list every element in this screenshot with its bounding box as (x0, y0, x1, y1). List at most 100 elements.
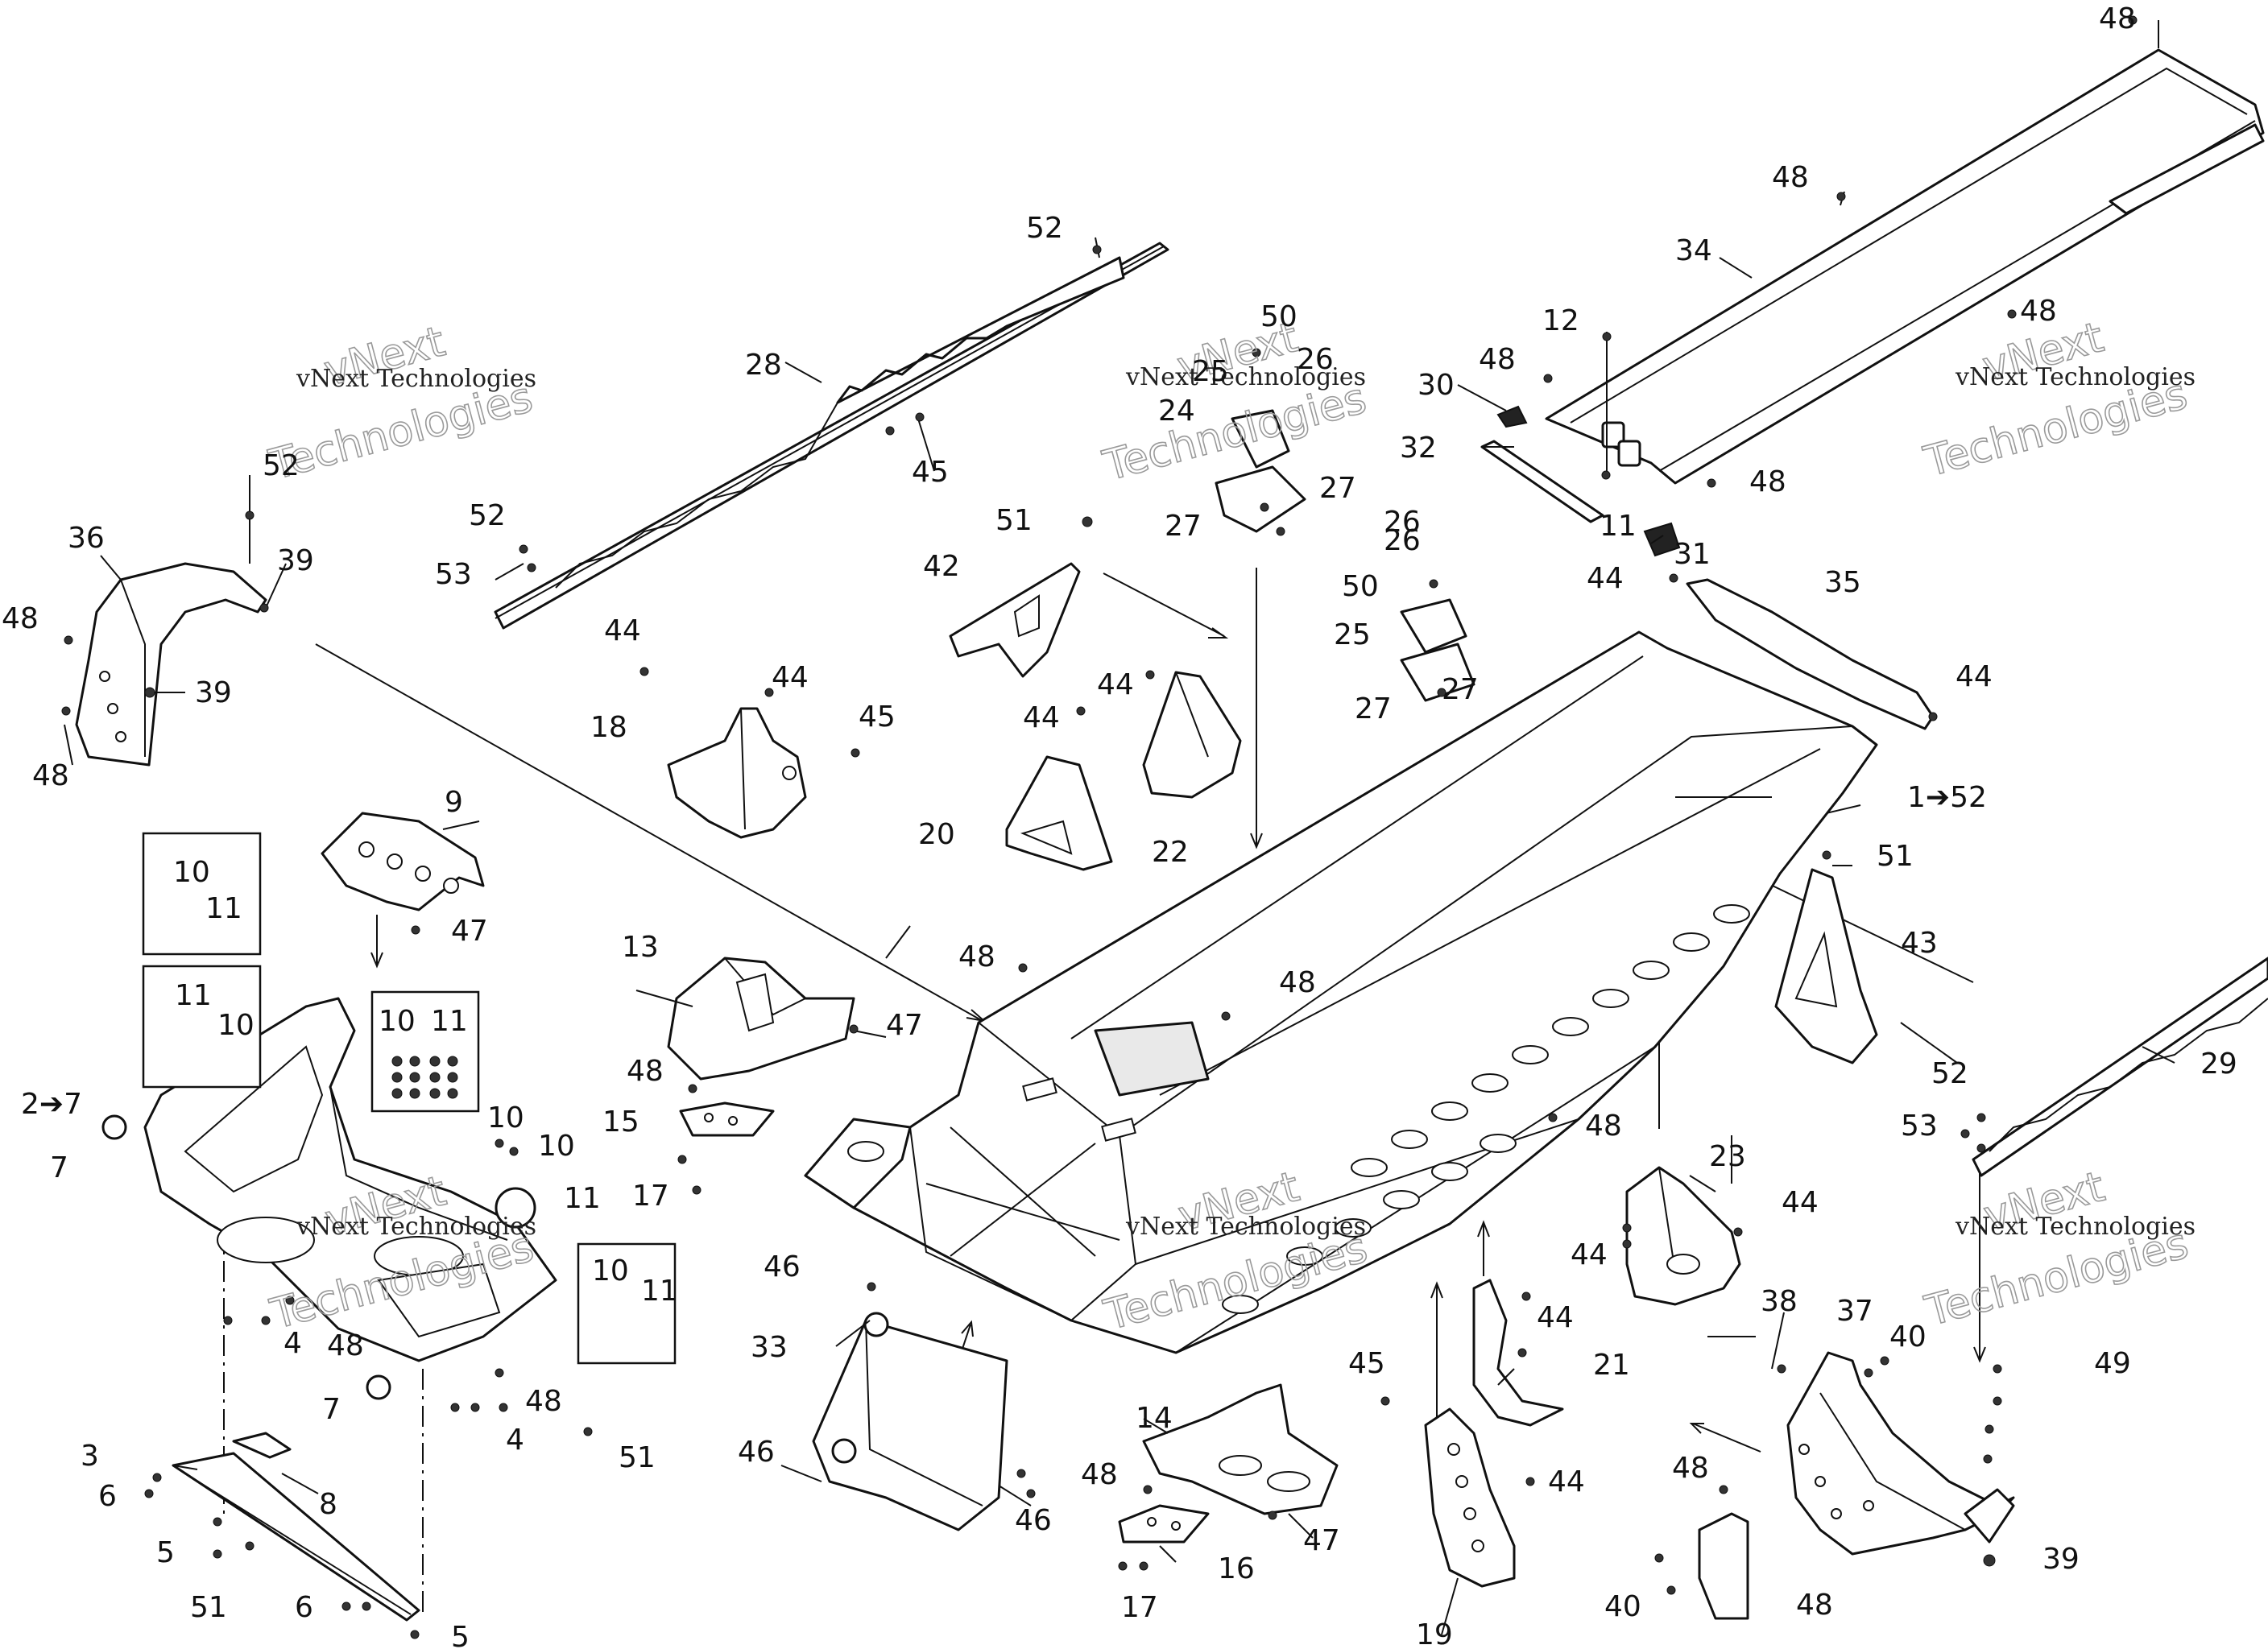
panel-33 (812, 1312, 1008, 1531)
callout: 32 (1400, 432, 1437, 465)
callout: 3 (81, 1440, 99, 1473)
callout: 10 (379, 1005, 416, 1038)
bracket-42 (949, 562, 1081, 678)
callout: 11 (641, 1275, 678, 1308)
callout: 25 (1334, 618, 1371, 651)
callout: 46 (764, 1250, 801, 1283)
callout: 48 (2020, 295, 2057, 328)
callout: 34 (1675, 234, 1712, 267)
callout: 27 (1165, 510, 1202, 543)
callout: 5 (451, 1621, 470, 1649)
callout: 39 (2042, 1543, 2080, 1576)
callout: 46 (738, 1436, 775, 1469)
bracket-20 (1005, 755, 1113, 871)
bracket-22 (1142, 671, 1242, 799)
callout: 48 (2099, 2, 2136, 35)
callout: 38 (1761, 1285, 1798, 1318)
callout: 4 (506, 1424, 524, 1457)
callout: 5 (156, 1536, 175, 1569)
callout: 20 (918, 818, 955, 851)
callout: 21 (1593, 1349, 1630, 1382)
callout: 48 (1479, 343, 1516, 376)
callout: 53 (1901, 1110, 1938, 1143)
callout: 45 (859, 701, 896, 734)
callout: 44 (1537, 1301, 1574, 1334)
svg-text:vNext Technologies: vNext Technologies (1955, 1213, 2196, 1241)
callout: 24 (1158, 395, 1195, 428)
callout: 48 (1081, 1458, 1118, 1491)
callout: 44 (1097, 668, 1134, 701)
callout: 52 (1931, 1057, 1968, 1090)
callout: 4 (284, 1327, 302, 1360)
callout: 19 (1416, 1618, 1453, 1649)
callout: 48 (327, 1329, 364, 1362)
hardware-box-2 (142, 965, 262, 1089)
svg-text:vNext Technologies: vNext Technologies (1125, 1213, 1366, 1241)
bracket-43 (1774, 868, 1878, 1064)
callout: 49 (2094, 1347, 2131, 1380)
callout: 48 (2, 602, 39, 635)
callout: 46 (1015, 1504, 1052, 1537)
callout: 31 (1674, 538, 1711, 571)
fasteners (61, 15, 2138, 1639)
callout: 16 (1218, 1552, 1255, 1585)
callout: 26 (1384, 524, 1421, 557)
callout: 48 (32, 759, 69, 792)
callout: 51 (995, 504, 1033, 537)
bracket-18 (667, 707, 807, 839)
bracket-19 (1424, 1407, 1516, 1588)
bracket-9 (321, 812, 485, 911)
watermark-3: vNext vNext Technologies Technologies (1918, 312, 2196, 487)
callout: 27 (1355, 692, 1392, 725)
callout: 45 (912, 456, 949, 489)
callout: 44 (1956, 660, 1993, 693)
callout: 14 (1136, 1402, 1173, 1435)
callout: 44 (1587, 562, 1624, 595)
callout: 10 (592, 1254, 629, 1287)
front-cradle (101, 997, 557, 1400)
callout: 1➔52 (1907, 781, 1987, 814)
callout: 10 (487, 1101, 524, 1134)
callout: 51 (190, 1591, 227, 1624)
strip-32 (1480, 440, 1604, 523)
callout: 44 (772, 661, 809, 694)
callout: 52 (469, 499, 506, 532)
rear-bracket-37 (1786, 1351, 2015, 1556)
callout: 39 (195, 676, 232, 709)
callout: 44 (604, 614, 641, 647)
callout: 35 (1824, 566, 1861, 599)
hardware-box-4 (577, 1242, 677, 1365)
callout: 7 (322, 1393, 341, 1426)
callout: 36 (68, 522, 105, 555)
callout: 29 (2200, 1048, 2237, 1081)
callout: 48 (1749, 465, 1786, 498)
bracket-36 (75, 562, 267, 767)
callout: 50 (1260, 300, 1297, 333)
callout: 51 (619, 1441, 656, 1474)
callout: 23 (1709, 1140, 1746, 1173)
mount-24-25 (1215, 409, 1475, 702)
callout: 11 (1600, 510, 1637, 543)
footrest-rail-left (494, 242, 1169, 630)
bracket-41 (1698, 1512, 1749, 1620)
bracket-14 (1142, 1383, 1339, 1515)
callout: 28 (745, 349, 782, 382)
hardware-box-1 (142, 832, 262, 956)
callout: 44 (1782, 1186, 1819, 1219)
callout: 48 (958, 940, 995, 973)
callout: 10 (217, 1009, 255, 1042)
callout: 30 (1418, 369, 1455, 402)
bumper-31 (1643, 522, 1681, 557)
bracket-21 (1472, 1279, 1564, 1427)
callout: 26 (1384, 506, 1421, 539)
callout: 26 (1297, 343, 1334, 376)
callout: 7 (50, 1151, 68, 1184)
callout: 12 (1542, 304, 1579, 337)
callout: 48 (1672, 1452, 1709, 1485)
callout: 13 (622, 931, 659, 964)
callout: 48 (1279, 966, 1316, 999)
running-board-right (1545, 48, 2265, 485)
bracket-13 (667, 957, 855, 1081)
